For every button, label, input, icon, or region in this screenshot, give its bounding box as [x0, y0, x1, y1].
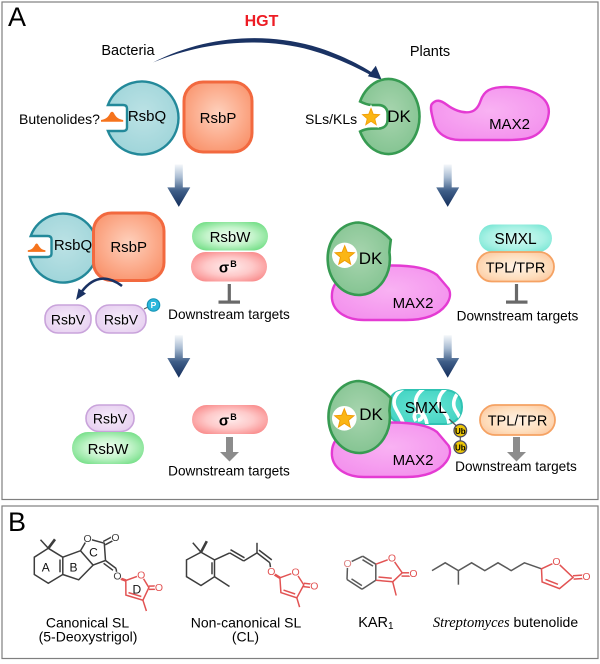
svg-text:O: O — [552, 556, 560, 568]
svg-text:Butenolides?: Butenolides? — [19, 111, 100, 127]
svg-text:(5-Deoxystrigol): (5-Deoxystrigol) — [39, 629, 138, 645]
svg-text:Bacteria: Bacteria — [101, 43, 155, 59]
svg-text:RsbW: RsbW — [210, 229, 252, 246]
svg-text:Downstream targets: Downstream targets — [455, 459, 577, 474]
svg-text:O: O — [344, 558, 352, 570]
svg-text:DK: DK — [387, 107, 411, 126]
svg-text:P: P — [151, 300, 157, 310]
svg-text:B: B — [230, 412, 237, 422]
svg-text:SLs/KLs: SLs/KLs — [305, 111, 357, 127]
svg-text:(CL): (CL) — [232, 629, 259, 645]
svg-text:RsbP: RsbP — [200, 110, 237, 127]
svg-text:RsbV: RsbV — [104, 312, 139, 328]
svg-text:TPL/TPR: TPL/TPR — [488, 414, 548, 430]
svg-text:O: O — [409, 568, 417, 580]
svg-text:Plants: Plants — [410, 44, 450, 60]
svg-text:O: O — [84, 533, 92, 545]
svg-text:MAX2: MAX2 — [489, 116, 530, 133]
svg-text:Downstream targets: Downstream targets — [457, 309, 579, 324]
svg-text:A: A — [8, 2, 26, 32]
svg-text:O: O — [310, 581, 318, 593]
svg-text:HGT: HGT — [245, 13, 279, 30]
svg-text:DK: DK — [359, 405, 383, 424]
svg-text:O: O — [111, 532, 119, 544]
svg-text:Non-canonical SL: Non-canonical SL — [191, 615, 302, 631]
svg-text:Ub: Ub — [455, 427, 466, 436]
svg-text:KAR1: KAR1 — [358, 615, 394, 632]
svg-text:Streptomyces butenolide: Streptomyces butenolide — [433, 614, 578, 631]
svg-text:SMXL: SMXL — [405, 400, 448, 417]
svg-text:RsbV: RsbV — [93, 411, 128, 427]
svg-text:O: O — [113, 571, 121, 583]
svg-text:DK: DK — [359, 249, 383, 268]
svg-text:σ: σ — [219, 413, 229, 430]
svg-text:TPL/TPR: TPL/TPR — [486, 261, 546, 277]
svg-text:Downstream targets: Downstream targets — [168, 464, 290, 479]
svg-text:Downstream targets: Downstream targets — [168, 307, 290, 322]
svg-text:RsbP: RsbP — [110, 239, 147, 256]
svg-text:RsbQ: RsbQ — [54, 237, 92, 254]
svg-text:MAX2: MAX2 — [393, 295, 434, 312]
svg-text:O: O — [155, 582, 163, 594]
svg-text:B: B — [230, 259, 237, 269]
svg-text:B: B — [69, 561, 77, 575]
svg-text:RsbQ: RsbQ — [128, 108, 166, 125]
svg-text:O: O — [292, 567, 300, 579]
svg-text:σ: σ — [219, 260, 229, 277]
svg-text:O: O — [137, 569, 145, 581]
svg-text:A: A — [42, 561, 50, 575]
svg-text:Ub: Ub — [455, 443, 466, 452]
svg-text:O: O — [267, 566, 275, 578]
svg-text:MAX2: MAX2 — [393, 452, 434, 469]
svg-text:RsbW: RsbW — [88, 441, 130, 458]
svg-text:O: O — [388, 553, 396, 565]
svg-text:B: B — [8, 507, 26, 537]
svg-text:SMXL: SMXL — [494, 231, 537, 248]
svg-text:RsbV: RsbV — [51, 312, 86, 328]
svg-text:C: C — [89, 546, 98, 560]
svg-text:Canonical SL: Canonical SL — [46, 615, 129, 631]
svg-text:O: O — [582, 571, 590, 583]
svg-text:D: D — [132, 583, 141, 597]
